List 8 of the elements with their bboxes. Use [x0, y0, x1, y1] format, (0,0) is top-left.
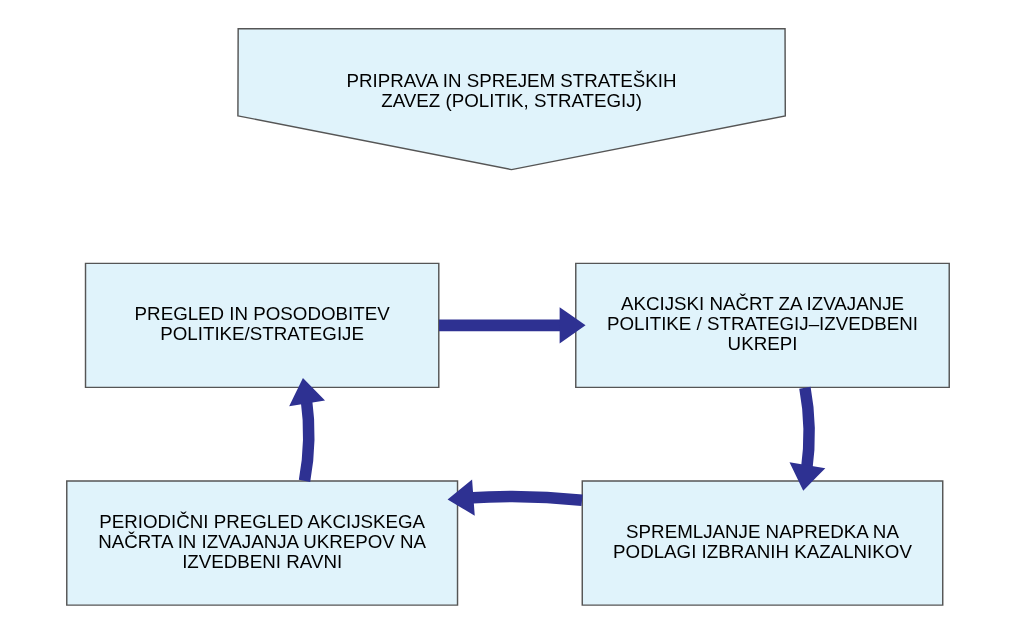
- arrow: [447, 479, 583, 516]
- node-box: SPREMLJANJE NAPREDKA NA PODLAGI IZBRANIH KAZALNIKOV: [581, 480, 943, 606]
- arrow: [438, 307, 586, 344]
- node-box: AKCIJSKI NAČRT ZA IZVAJANJE POLITIKE / STRATEGIJ–IZVEDBENI UKREPI: [574, 262, 950, 389]
- node-box: PREGLED IN POSODOBITEV POLITIKE/STRATEGIJE: [84, 262, 439, 389]
- arrow: [288, 377, 325, 482]
- arrow: [789, 386, 825, 491]
- node-box: PERIODIČNI PREGLED AKCIJSKEGA NAČRTA IN IZVAJANJA UKREPOV NA IZVEDBENI RAVNI: [65, 480, 458, 606]
